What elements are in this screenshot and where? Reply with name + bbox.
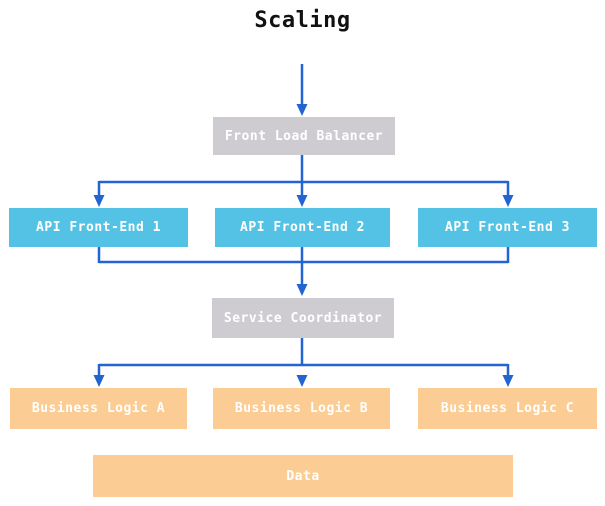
node-label: Service Coordinator bbox=[223, 310, 383, 326]
node-label: API Front-End 3 bbox=[445, 220, 570, 235]
node-label: Business Logic A bbox=[31, 401, 166, 416]
node-business-logic-b: Business Logic B bbox=[213, 388, 390, 429]
node-label: Front Load Balancer bbox=[224, 128, 384, 144]
node-business-logic-c: Business Logic C bbox=[418, 388, 597, 429]
node-label: API Front-End 2 bbox=[240, 220, 365, 235]
edge-title-to-balancer bbox=[296, 64, 308, 116]
node-api-front-end-2: API Front-End 2 bbox=[215, 208, 390, 247]
node-front-load-balancer: Front Load Balancer bbox=[213, 117, 395, 155]
node-label: Business Logic B bbox=[234, 401, 369, 416]
node-data: Data bbox=[93, 455, 513, 497]
edge-coordinator-to-logic bbox=[93, 338, 514, 387]
node-label: Data bbox=[286, 468, 320, 484]
node-api-front-end-1: API Front-End 1 bbox=[9, 208, 188, 247]
node-label: API Front-End 1 bbox=[36, 220, 161, 235]
edge-apis-to-coordinator bbox=[97, 247, 510, 296]
node-api-front-end-3: API Front-End 3 bbox=[418, 208, 597, 247]
diagram-title: Scaling bbox=[254, 8, 351, 33]
node-label: Business Logic C bbox=[440, 401, 575, 416]
node-business-logic-a: Business Logic A bbox=[10, 388, 187, 429]
node-service-coordinator: Service Coordinator bbox=[212, 298, 394, 338]
edge-balancer-to-apis bbox=[93, 155, 514, 207]
